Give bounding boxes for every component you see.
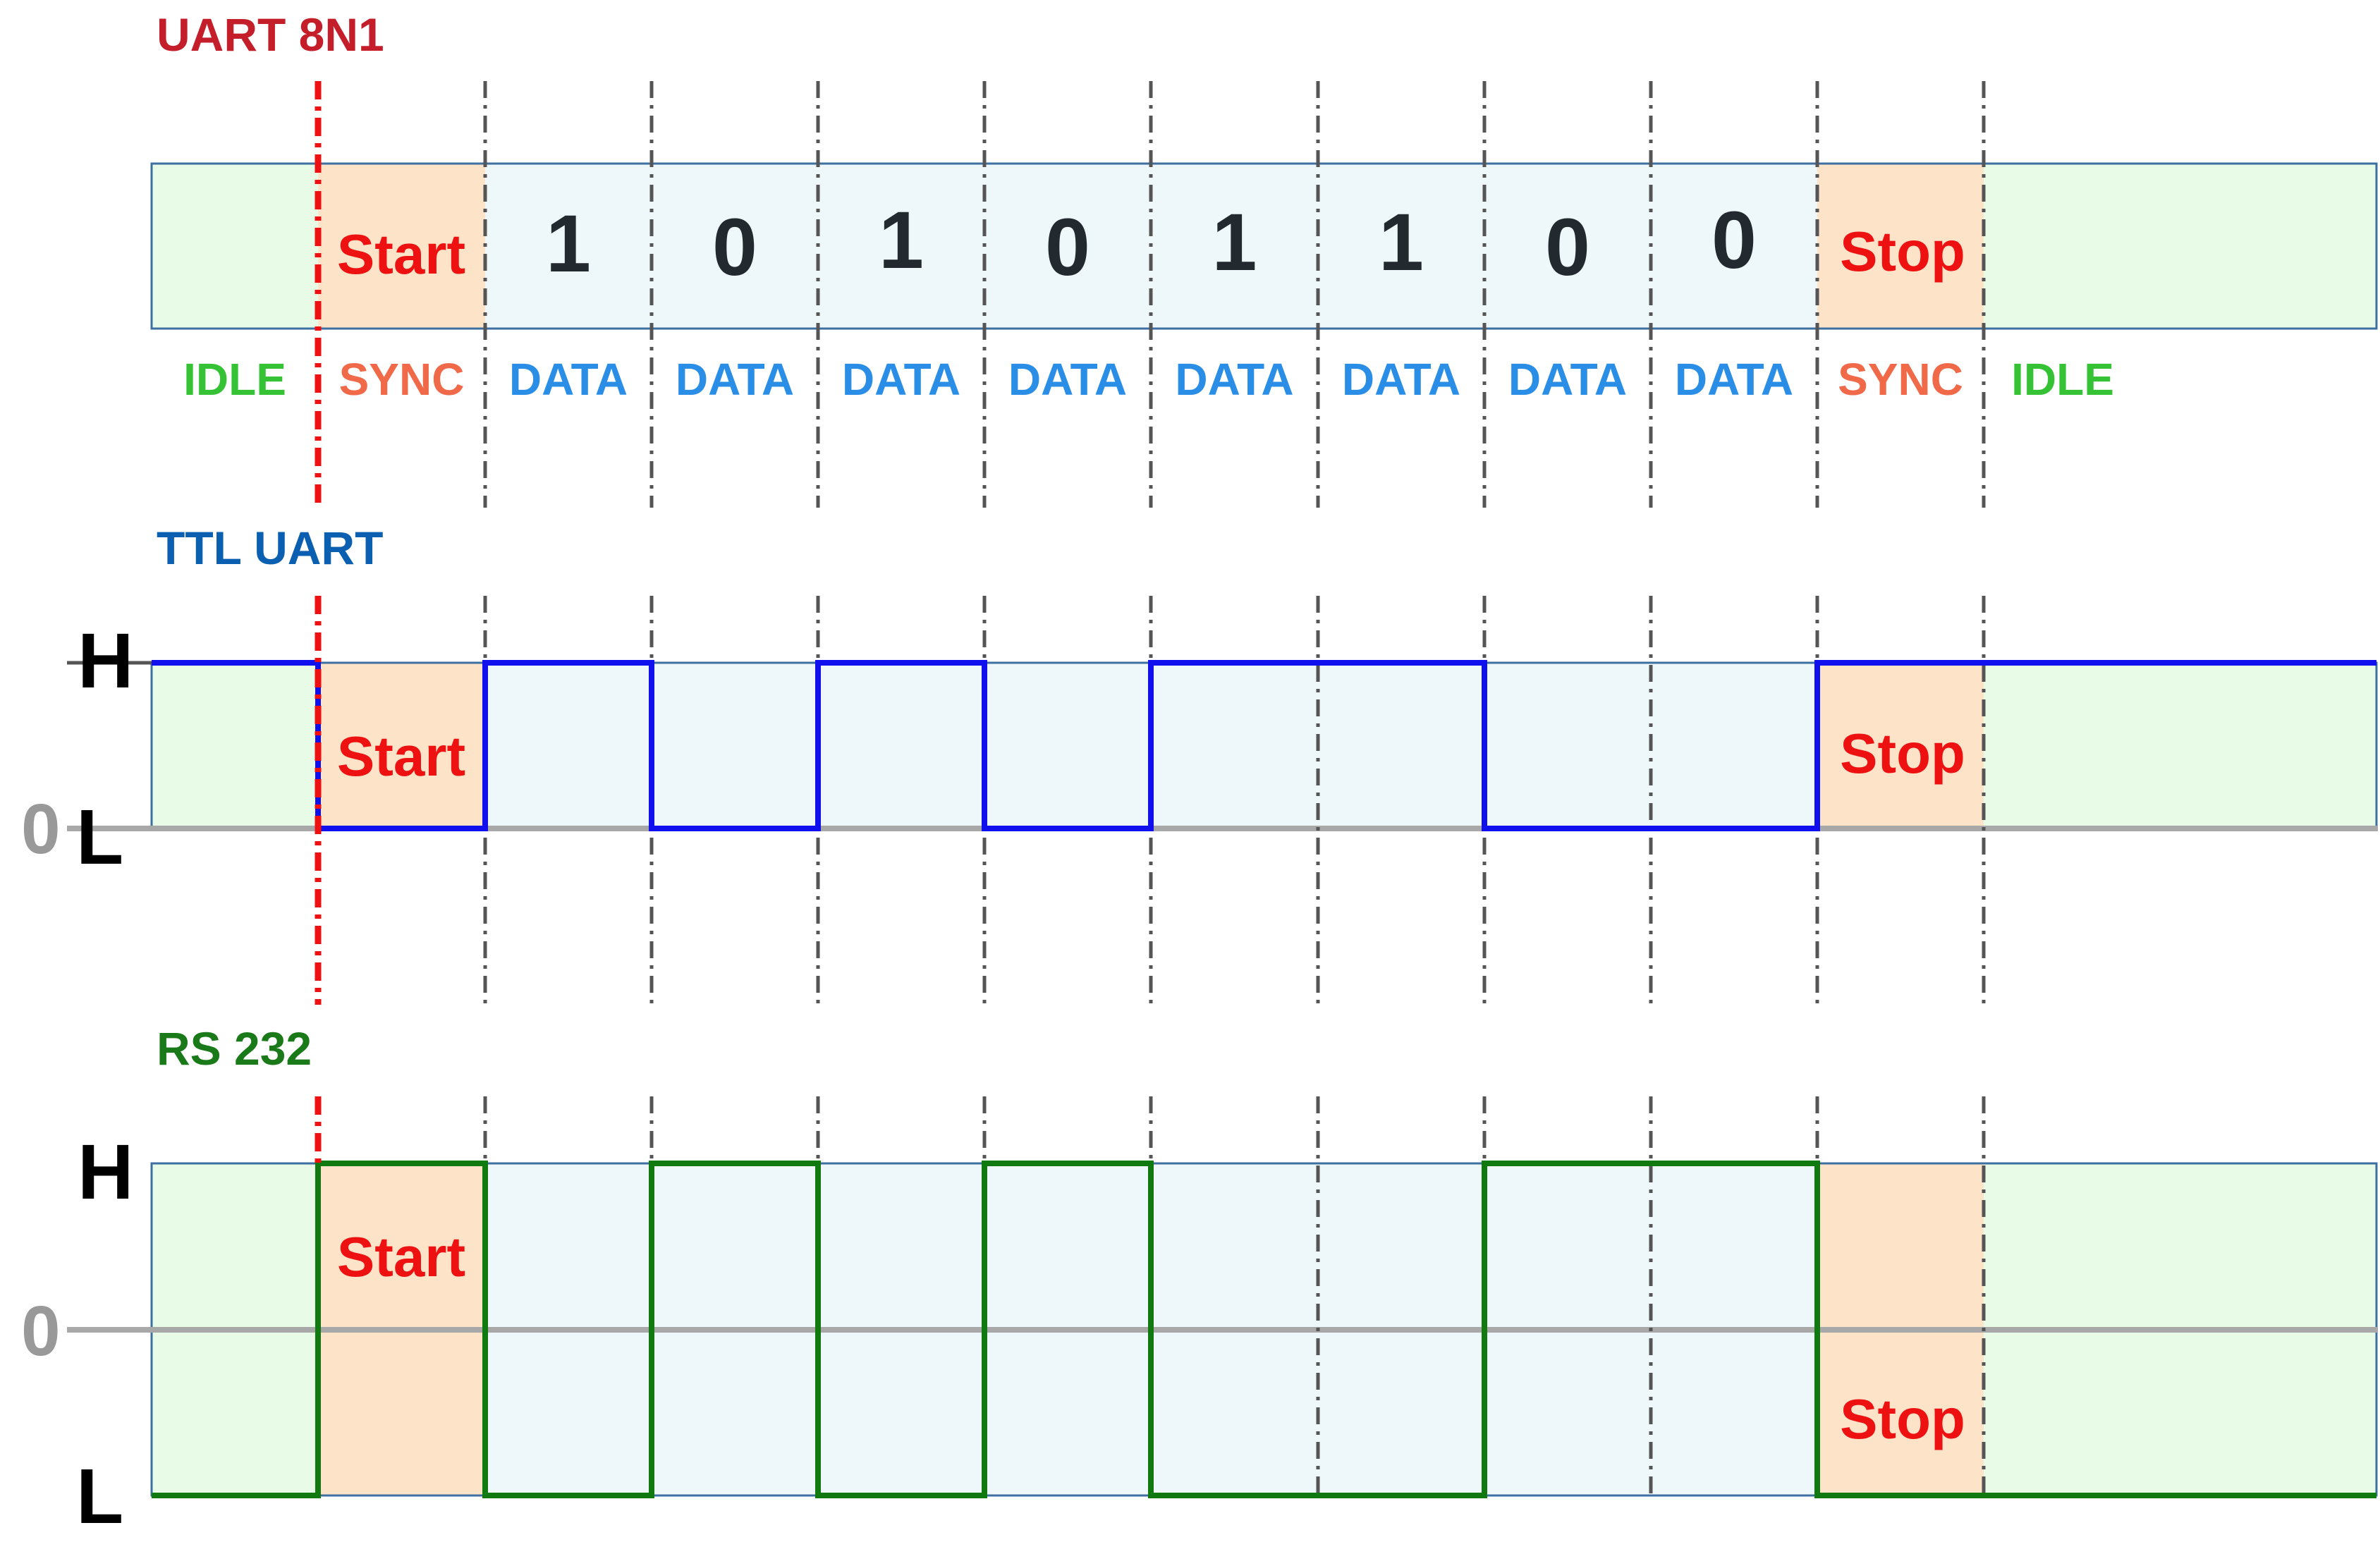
segment-label: IDLE	[183, 354, 286, 405]
segment-box	[984, 164, 1151, 329]
segment-label: DATA	[1008, 354, 1127, 405]
data-bit: 0	[1711, 195, 1757, 286]
data-bit: 1	[546, 199, 591, 289]
segment-box	[152, 164, 318, 329]
segment-box	[652, 164, 818, 329]
segment-label: IDLE	[2011, 354, 2114, 405]
row-frame	[150, 162, 2378, 330]
segment-box	[318, 164, 485, 329]
ttl-axis-low: L	[76, 794, 123, 881]
segment-label: DATA	[1508, 354, 1627, 405]
segment-box	[1484, 164, 1651, 329]
segment-box	[818, 663, 984, 828]
segment-box	[1151, 164, 1318, 329]
rs232-axis-zero: 0	[21, 1292, 61, 1371]
ttl-start-label: Start	[337, 725, 465, 788]
segment-label: SYNC	[339, 354, 465, 405]
data-bit: 1	[1212, 197, 1257, 288]
ttl-stop-label: Stop	[1840, 722, 1965, 785]
uart-start-label: Start	[337, 223, 465, 286]
uart-title: UART 8N1	[157, 8, 384, 61]
segment-label: DATA	[842, 354, 960, 405]
segment-box	[1484, 663, 1651, 828]
data-bit: 0	[1045, 202, 1090, 293]
rs232-start-label: Start	[337, 1225, 465, 1288]
data-bit: 1	[1379, 197, 1424, 288]
segment-box	[1651, 164, 1817, 329]
segment-box	[652, 663, 818, 828]
data-bit: 1	[879, 195, 924, 286]
segment-label: DATA	[509, 354, 628, 405]
segment-label: DATA	[1175, 354, 1293, 405]
ttl-axis-high: H	[78, 618, 133, 704]
rs232-waveform	[152, 1161, 2376, 1498]
segment-label: DATA	[1675, 354, 1793, 405]
segment-box	[152, 663, 318, 828]
segment-label: DATA	[676, 354, 794, 405]
segment-box	[318, 663, 485, 828]
ttl-axis-zero: 0	[21, 790, 61, 869]
segment-box	[1817, 164, 1984, 329]
segment-box	[1984, 663, 2376, 828]
segment-box	[1651, 663, 1817, 828]
segment-box	[1817, 663, 1984, 828]
data-bits: 1 0 1 0 1 1 0 0	[546, 195, 1757, 293]
segment-labels: IDLE SYNC DATA DATA DATA DATA DATA DATA DATA DATA…	[183, 354, 2114, 405]
uart-stop-label: Stop	[1840, 220, 1965, 283]
segment-box	[1318, 164, 1484, 329]
rs232-title: RS 232	[157, 1022, 312, 1075]
ttl-waveform	[152, 660, 2376, 831]
segment-box	[1151, 663, 1318, 828]
segment-box	[485, 663, 652, 828]
data-bit: 0	[1545, 202, 1590, 293]
rs232-stop-label: Stop	[1840, 1388, 1965, 1450]
ttl-title: TTL UART	[157, 522, 383, 574]
rs232-axis-low: L	[76, 1453, 123, 1540]
segment-box	[984, 663, 1151, 828]
segment-box	[1318, 663, 1484, 828]
segment-box	[818, 164, 984, 329]
segment-label: DATA	[1342, 354, 1460, 405]
data-bit: 0	[712, 202, 757, 293]
segment-box	[485, 164, 652, 329]
rs232-axis-high: H	[78, 1129, 133, 1216]
segment-box	[1984, 164, 2376, 329]
segment-label: SYNC	[1838, 354, 1963, 405]
